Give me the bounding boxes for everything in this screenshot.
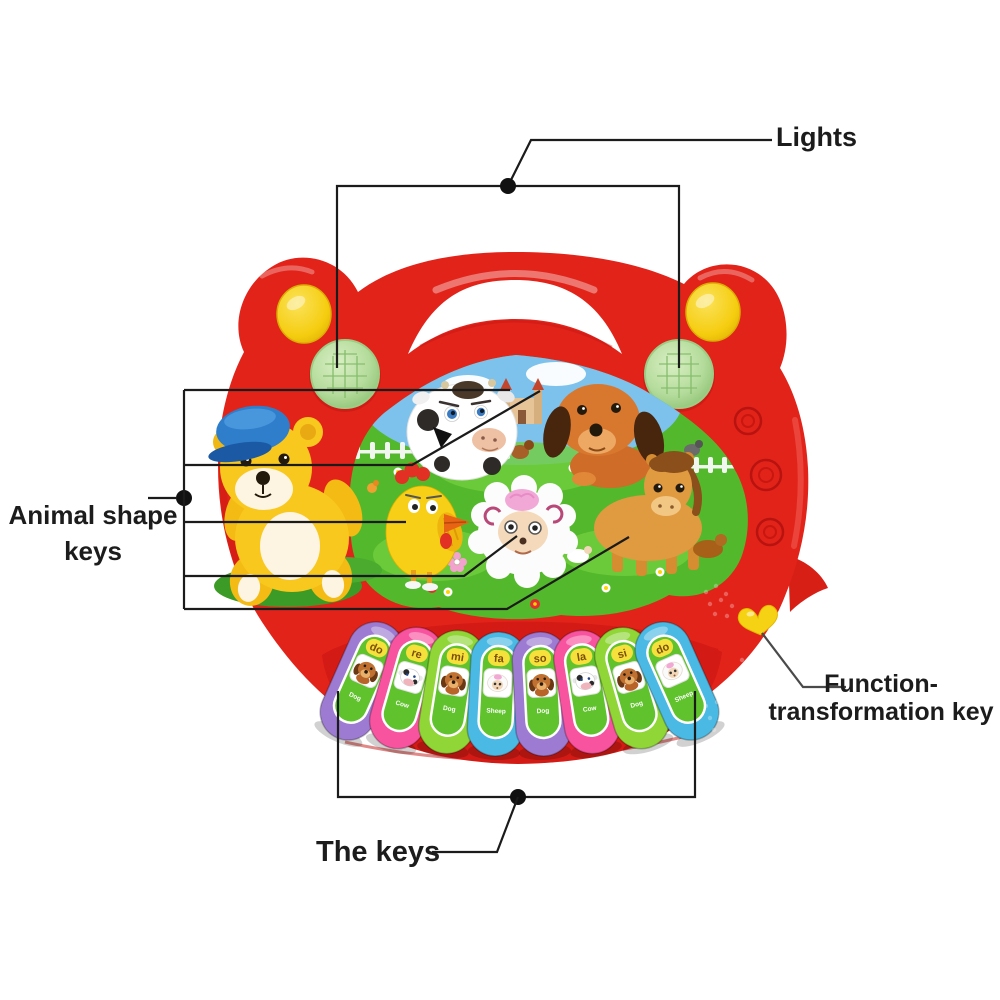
speaker-dots [703, 583, 771, 733]
piano-keyboard: do Dog re Cow mi Dog [314, 621, 725, 761]
piano-key-do-2: do Sheep [634, 621, 725, 747]
side-knobs [733, 406, 785, 547]
animal-shape-keys-label-line2: keys [64, 536, 122, 566]
the-keys-label: The keys [316, 836, 441, 868]
svg-text:do: do [654, 641, 671, 658]
foal-icon [693, 534, 727, 558]
dog-key [543, 384, 665, 488]
svg-text:Dog: Dog [536, 708, 549, 716]
svg-text:so: so [533, 653, 547, 666]
svg-text:Dog: Dog [630, 700, 644, 710]
function-transformation-key [737, 604, 778, 636]
right-light [643, 339, 715, 412]
sheep-key [468, 475, 578, 588]
svg-text:Dog: Dog [348, 691, 362, 703]
function-key-label: Function- transformation key [766, 670, 996, 726]
svg-text:re: re [410, 647, 423, 661]
piano-key-fa: fa Sheep [466, 631, 528, 761]
animal-shape-keys-label-line1: Animal shape [8, 500, 178, 530]
right-ear-button [685, 282, 741, 342]
left-ear-button [276, 284, 332, 344]
animal-shape-keys-label: Animal shape keys [4, 497, 182, 569]
svg-text:si: si [616, 647, 628, 661]
keys-callout-line [336, 691, 697, 854]
lights-label: Lights [776, 122, 857, 152]
callout-dot [500, 178, 516, 194]
carry-handle [408, 280, 622, 354]
svg-text:fa: fa [494, 653, 505, 666]
svg-text:la: la [576, 651, 588, 664]
right-side-fin [788, 556, 828, 612]
svg-text:mi: mi [450, 651, 465, 665]
svg-text:Cow: Cow [582, 705, 598, 714]
svg-text:do: do [368, 641, 385, 658]
lights-callout-line [335, 138, 772, 368]
bear-cap [208, 405, 290, 463]
bear-key [208, 405, 382, 607]
lamb-icon [567, 546, 592, 563]
chick-icon [367, 480, 379, 493]
piano-key-do-1: do Dog [314, 621, 405, 747]
function-key-label-line1: Function- [824, 670, 938, 698]
svg-text:Dog: Dog [442, 705, 456, 714]
function-key-label-line2: transformation key [768, 698, 994, 726]
svg-text:Sheep: Sheep [486, 707, 506, 715]
arrowhead [433, 427, 452, 448]
animal-keys-callout-line [148, 388, 630, 611]
cow-key [406, 379, 518, 481]
horse-key [594, 451, 727, 576]
svg-text:Cow: Cow [395, 700, 411, 711]
function-key-callout-line [761, 632, 846, 689]
handle-opening [408, 280, 622, 354]
pink-flower [447, 552, 467, 572]
